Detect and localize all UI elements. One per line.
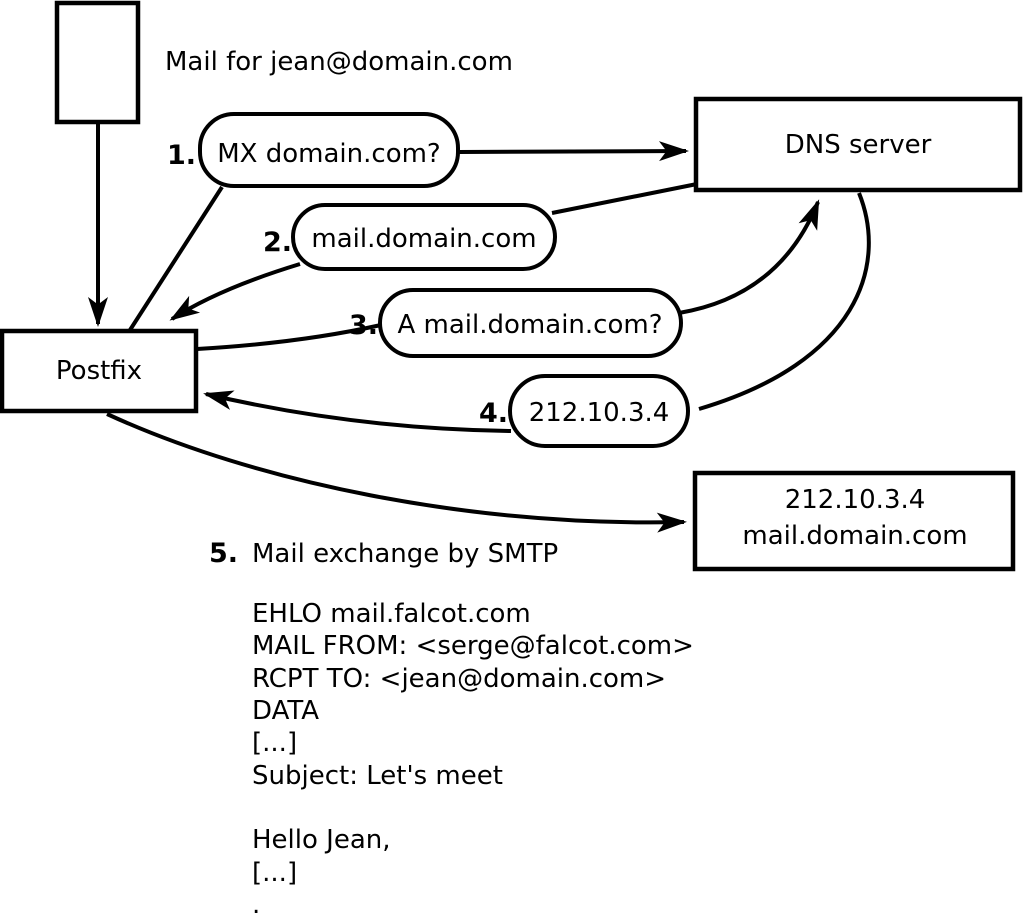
smtp-line: MAIL FROM: <serge@falcot.com> [252,631,694,661]
smtp-session-block: EHLO mail.falcot.com MAIL FROM: <serge@f… [252,599,694,919]
postfix-label: Postfix [56,356,142,386]
query1-pill [198,112,460,188]
step1-number: 1. [167,140,196,171]
arrow-answer4-to-postfix [203,390,512,433]
mail-note-label: Mail for jean@domain.com [165,47,513,77]
arrow-postfix-to-mailserver-smtp [106,412,687,533]
mail-server-box [692,470,1016,572]
edge-postfix-to-query1 [128,185,224,332]
edge-dns-to-answer4 [698,192,871,411]
answer4-label: 212.10.3.4 [529,398,670,428]
answer4-pill [508,374,690,448]
step4-number: 4. [479,398,508,429]
smtp-line: Subject: Let's meet [252,761,503,791]
answer2-label: mail.domain.com [311,224,536,254]
mail-server-host-label: mail.domain.com [742,521,967,551]
smtp-line: Hello Jean, [252,825,391,855]
step3-number: 3. [349,310,378,341]
query3-pill [378,288,683,358]
smtp-line: . [252,890,260,919]
arrow-answer2-to-postfix [169,262,301,321]
envelope-shape [54,0,141,125]
smtp-line: DATA [252,696,319,726]
step2-number: 2. [263,227,292,258]
postfix-box [0,328,199,414]
arrow-query1-to-dns [458,141,689,162]
arrow-query3-to-dns [678,199,820,315]
query3-label: A mail.domain.com? [398,310,663,340]
mail-server-ip-label: 212.10.3.4 [785,485,926,515]
smtp-line: RCPT TO: <jean@domain.com> [252,664,666,694]
step5-label: Mail exchange by SMTP [252,539,558,569]
dns-server-box [693,96,1023,193]
edge-dns-to-answer2 [551,182,698,215]
edge-postfix-to-query3 [196,323,382,351]
smtp-line: [...] [252,858,297,888]
step5-number: 5. [209,538,238,569]
dns-server-label: DNS server [785,130,932,160]
smtp-line: [...] [252,728,297,758]
smtp-line: EHLO mail.falcot.com [252,599,531,629]
query1-label: MX domain.com? [217,139,440,169]
answer2-pill [291,203,557,271]
